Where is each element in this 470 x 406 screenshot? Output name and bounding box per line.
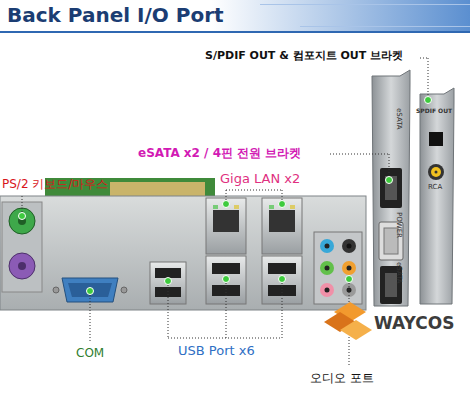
callout-dots <box>19 97 432 295</box>
header-rule <box>0 31 470 33</box>
ps2-ports <box>2 202 42 292</box>
spdif-bracket <box>420 88 454 304</box>
bracket-print: eSATA <box>394 262 402 284</box>
port-label: PS/2 키보드/마우스 <box>2 178 108 191</box>
port-label: 오디오 포트 <box>310 372 374 385</box>
header-line <box>300 26 470 27</box>
bracket-label: eSATA x2 / 4핀 전원 브라켓 <box>138 147 301 160</box>
audio-ports <box>314 232 362 304</box>
usb-ports <box>150 256 302 304</box>
leader-lines <box>22 58 428 366</box>
logo-mark <box>324 302 372 340</box>
esata-bracket <box>372 70 410 306</box>
bracket-print: eSATA <box>394 108 402 130</box>
port-label: Giga LAN x2 <box>220 172 300 186</box>
bracket-print: RCA <box>428 184 442 192</box>
bracket-print: SPDIF OUT <box>416 108 452 115</box>
port-label: USB Port x6 <box>178 344 255 358</box>
page-title: Back Panel I/O Port <box>7 4 224 26</box>
watermark: WAYCOS <box>374 314 454 333</box>
header-band <box>0 0 470 31</box>
bracket-print: POWER <box>394 212 402 238</box>
port-label: COM <box>76 347 104 360</box>
io-shield <box>0 196 366 310</box>
bracket-label: S/PDIF OUT & 컴포지트 OUT 브라켓 <box>205 50 403 62</box>
lan-ports <box>206 198 302 254</box>
slot <box>110 182 205 196</box>
header-line <box>260 4 470 5</box>
